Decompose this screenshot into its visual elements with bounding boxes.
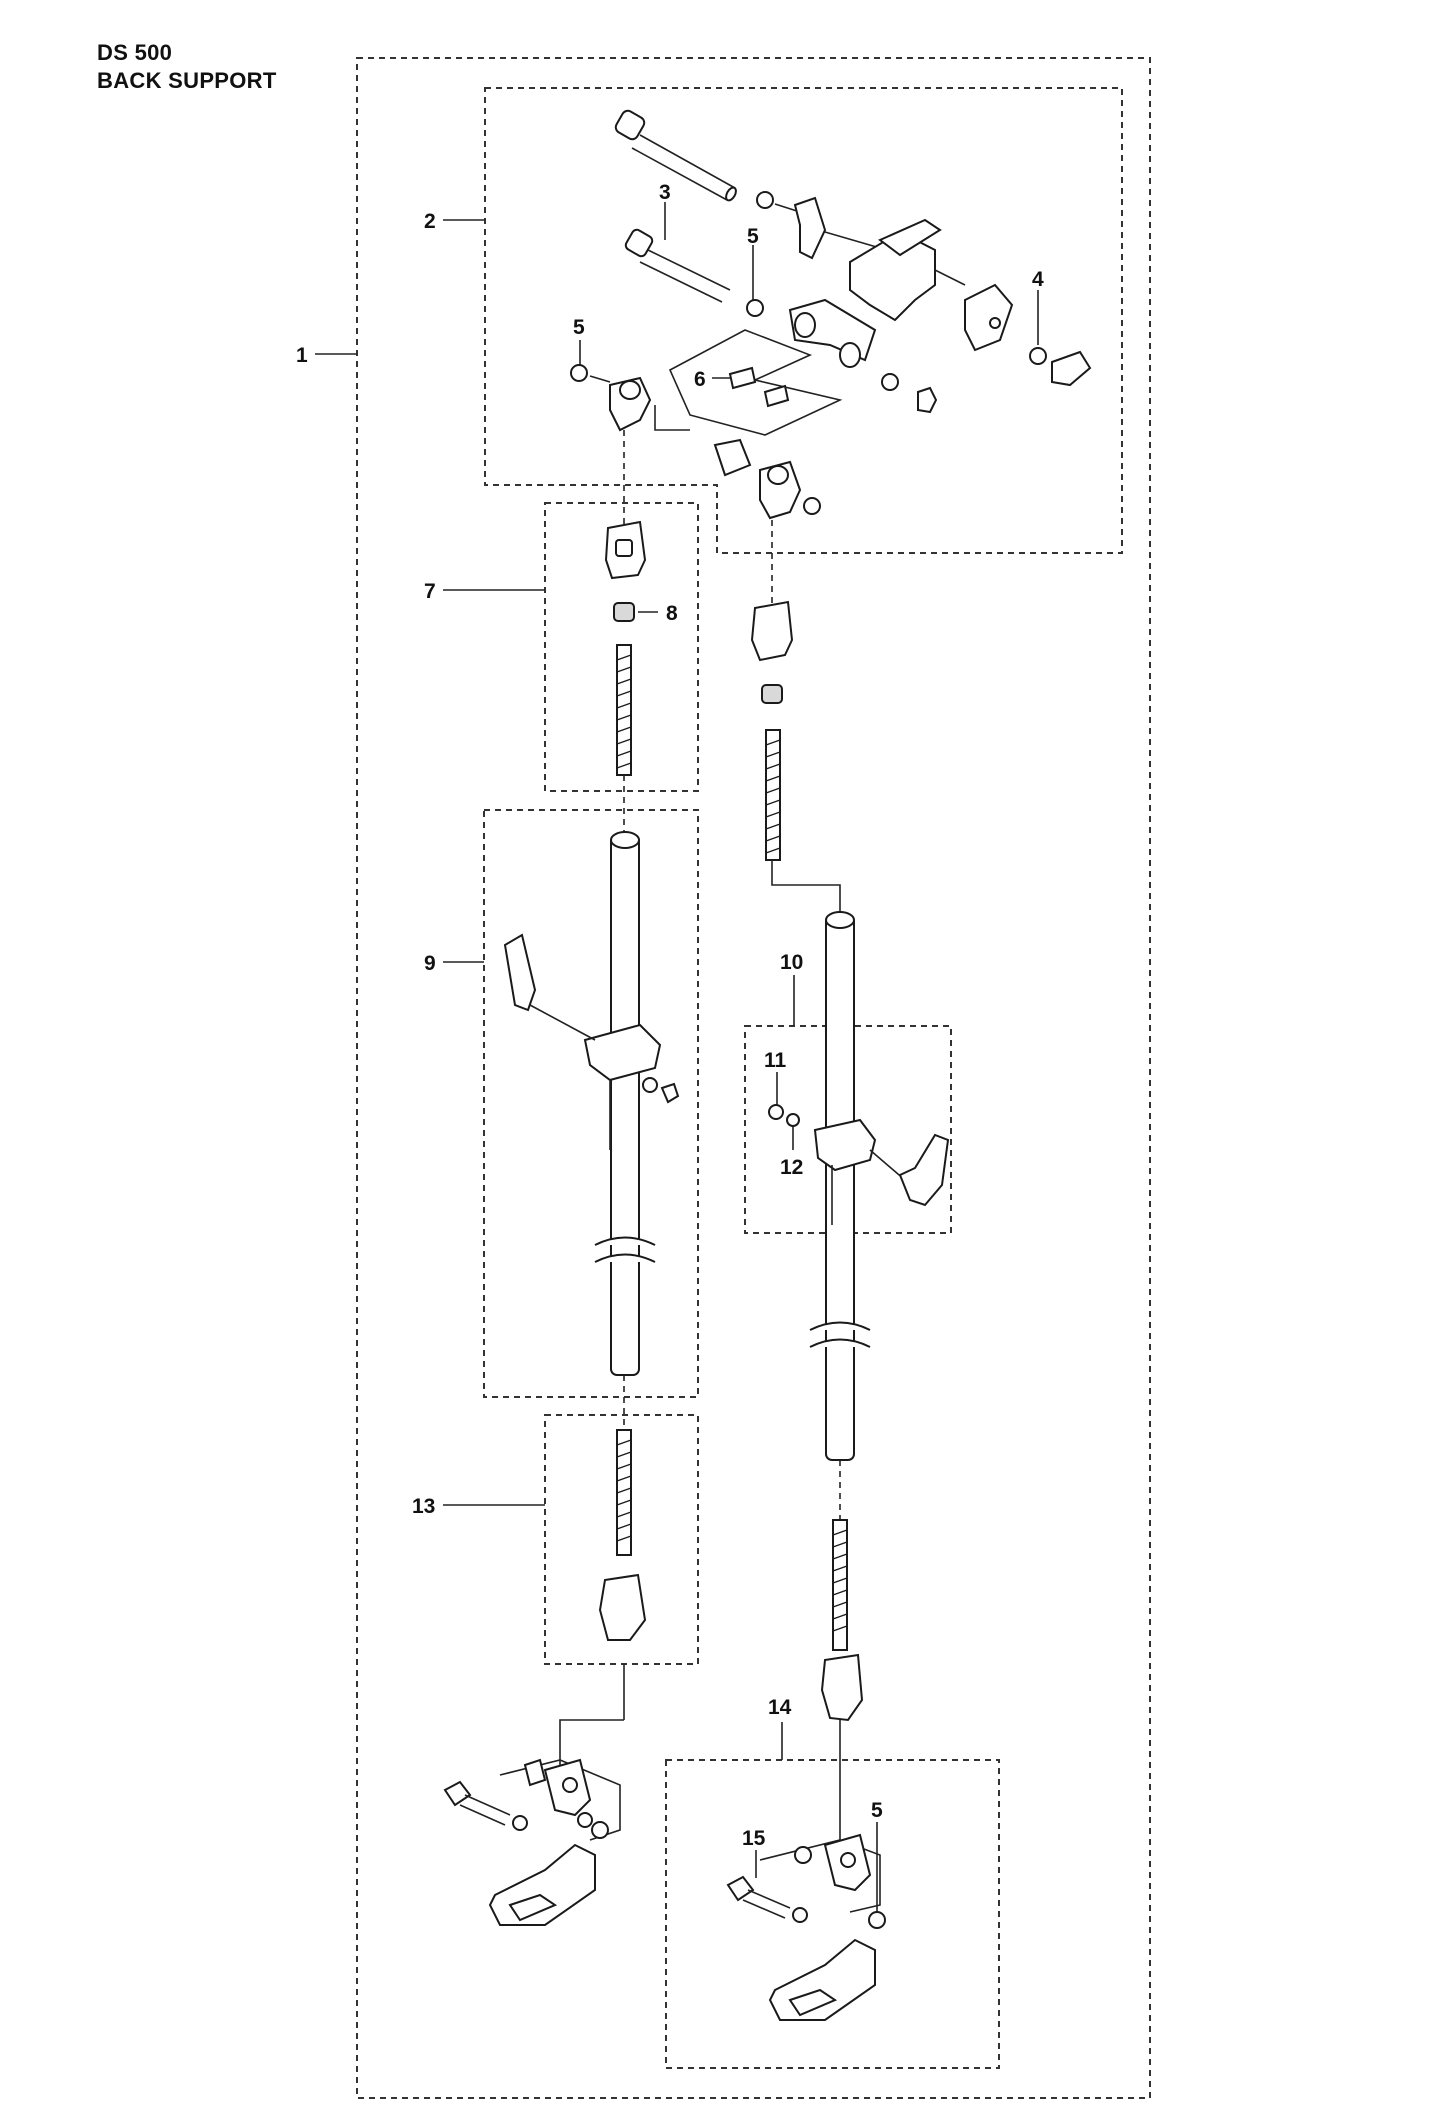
washer-5b <box>570 364 588 382</box>
clevis-13 <box>598 1573 647 1641</box>
callout-14: 14 <box>768 1696 792 1719</box>
model-title: DS 500 <box>97 40 173 65</box>
long-bolt <box>614 109 737 202</box>
group-14-box <box>665 1759 1000 2069</box>
collar-10 <box>813 1118 877 1172</box>
callout-13: 13 <box>412 1495 435 1518</box>
callout-9: 9 <box>424 952 436 975</box>
spacer <box>713 438 752 477</box>
screw-6 <box>728 366 757 390</box>
lever-10 <box>898 1133 950 1207</box>
bolt-lower-left <box>443 1780 472 1807</box>
bolt-3 <box>624 228 731 303</box>
callout-4: 4 <box>1032 268 1044 291</box>
clevis-right-top <box>750 600 794 662</box>
foot-lower-left <box>488 1843 596 1926</box>
lever-9 <box>503 933 537 1012</box>
bolt-15 <box>726 1875 755 1902</box>
clamp-jaw <box>793 196 827 260</box>
callout-2: 2 <box>424 210 436 233</box>
washer <box>756 191 774 209</box>
callout-15: 15 <box>742 1827 766 1850</box>
callout-5b: 5 <box>573 316 585 339</box>
callout-7: 7 <box>424 580 436 603</box>
group-13-box <box>544 1414 699 1665</box>
callout-5c: 5 <box>871 1799 883 1822</box>
assembly-group-1-box <box>356 57 1151 2099</box>
callout-6: 6 <box>694 368 706 391</box>
tube-9 <box>610 834 640 1376</box>
group-7-box <box>544 502 699 792</box>
tube-10 <box>825 914 855 1461</box>
nut-4 <box>1051 350 1092 387</box>
callout-8: 8 <box>666 602 678 625</box>
callout-3: 3 <box>659 181 671 204</box>
callout-10: 10 <box>780 951 803 974</box>
washer-5 <box>746 299 764 317</box>
foot-lower-right <box>768 1938 876 2021</box>
clevis-right-bottom <box>820 1653 864 1722</box>
callout-5a: 5 <box>747 225 759 248</box>
group-9-box <box>483 809 699 1398</box>
collar-9 <box>583 1023 662 1082</box>
section-title: BACK SUPPORT <box>97 68 277 93</box>
clamp-end <box>964 283 1014 352</box>
callout-1: 1 <box>296 344 308 367</box>
washer-4 <box>1029 347 1047 365</box>
callout-11: 11 <box>764 1049 787 1072</box>
nut-8 <box>613 602 635 622</box>
group-2-box <box>484 87 1123 554</box>
callout-12: 12 <box>780 1156 803 1179</box>
